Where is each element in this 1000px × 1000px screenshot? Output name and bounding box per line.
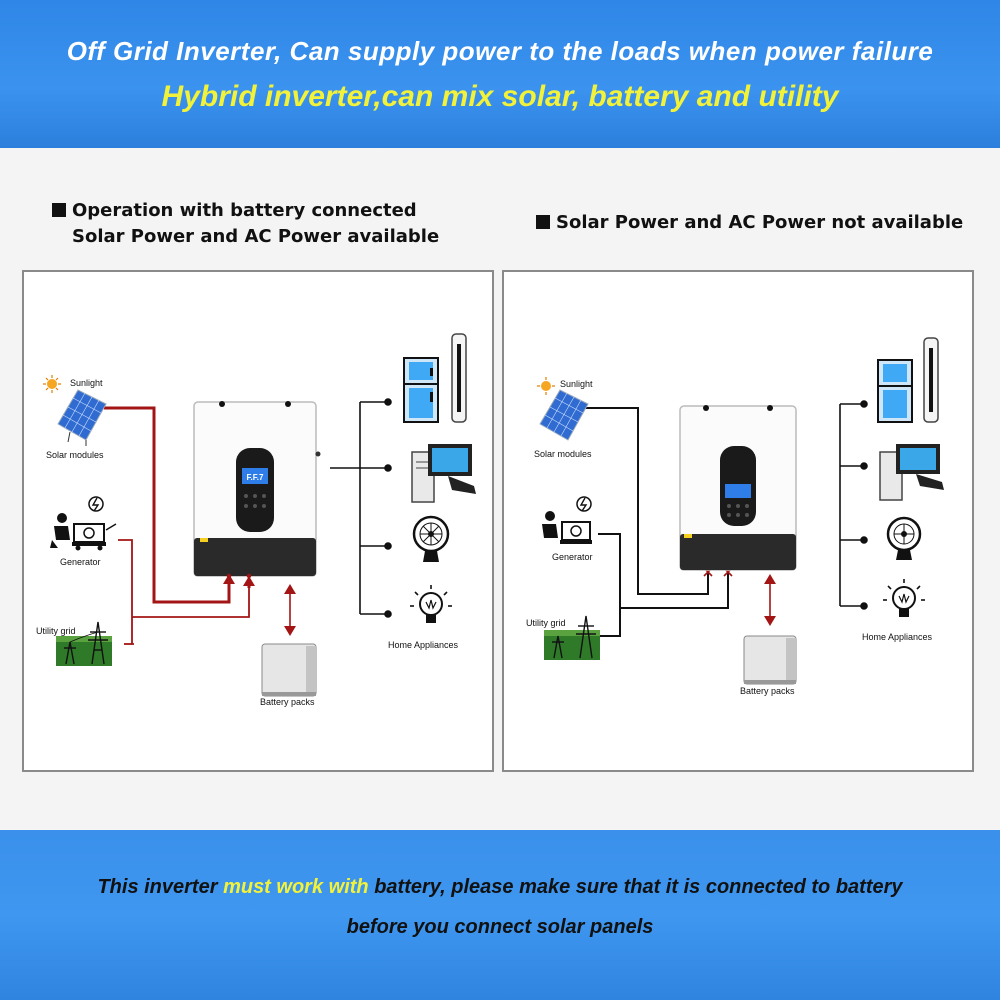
right-heading-text: Solar Power and AC Power not available [556,212,964,233]
fan-icon [886,516,922,560]
solar-modules-label: Solar modules [534,449,592,459]
bullet-square-icon [536,215,550,229]
sun-icon [537,377,555,395]
output-wires [839,400,868,610]
home-appliances-label: Home Appliances [388,640,459,650]
battery-icon [261,643,317,697]
footer-line1-post: battery, please make sure that it is con… [368,876,903,898]
battery-packs-label: Battery packs [260,697,315,707]
home-appliances-label: Home Appliances [862,632,933,642]
fridge-icon [877,359,913,423]
bottom-banner: This inverter must work with battery, pl… [0,830,1000,1000]
battery-packs-label: Battery packs [740,686,795,696]
utility-grid-label: Utility grid [36,626,76,636]
left-heading-line1: Operation with battery connected [72,200,417,221]
inactive-wires [584,407,729,637]
left-heading: Operation with battery connected Solar P… [52,198,439,250]
computer-icon [411,444,476,503]
left-heading-line2: Solar Power and AC Power available [72,226,440,247]
sunlight-label: Sunlight [70,378,103,388]
right-diagram [537,337,944,685]
left-panel: F.F.7 [22,270,494,772]
output-wires [330,398,392,618]
light-bulb-icon [883,579,925,617]
right-heading: Solar Power and AC Power not available [536,210,963,236]
generator-label: Generator [60,557,101,567]
fan-icon [412,515,450,562]
footer-line1: This inverter must work with battery, pl… [0,876,1000,899]
battery-arrow [764,574,776,626]
computer-icon [879,444,944,501]
sun-icon [43,375,61,393]
utility-grid-label: Utility grid [526,618,566,628]
generator-icon [50,496,117,551]
footer-line2: before you connect solar panels [346,916,654,938]
air-conditioner-icon [923,337,939,423]
bullet-square-icon [52,203,66,217]
solar-panel-icon [57,389,107,446]
fridge-icon [403,357,439,423]
air-conditioner-icon [451,333,467,423]
solar-modules-label: Solar modules [46,450,104,460]
inverter-icon: F.F.7 [193,401,321,579]
footer-line1-pre: This inverter [97,876,224,898]
generator-icon [542,496,592,544]
utility-grid-icon [56,621,112,666]
utility-grid-icon [544,615,600,660]
light-bulb-icon [410,585,452,623]
solar-panel-icon [539,389,589,441]
sunlight-label: Sunlight [560,379,593,389]
inverter-icon [679,405,797,571]
header-title: Off Grid Inverter, Can supply power to t… [66,36,934,66]
header-subtitle: Hybrid inverter,can mix solar, battery a… [161,80,839,113]
svg-text:F.F.7: F.F.7 [247,473,264,482]
top-banner: Off Grid Inverter, Can supply power to t… [0,0,1000,148]
battery-arrow [284,584,296,636]
left-diagram: F.F.7 [43,333,476,697]
utility-wire [118,539,255,645]
battery-icon [743,635,797,685]
right-panel: Sunlight Solar modules Generator Utility… [502,270,974,772]
footer-line1-highlight: must work with [223,876,369,898]
generator-label: Generator [552,552,593,562]
